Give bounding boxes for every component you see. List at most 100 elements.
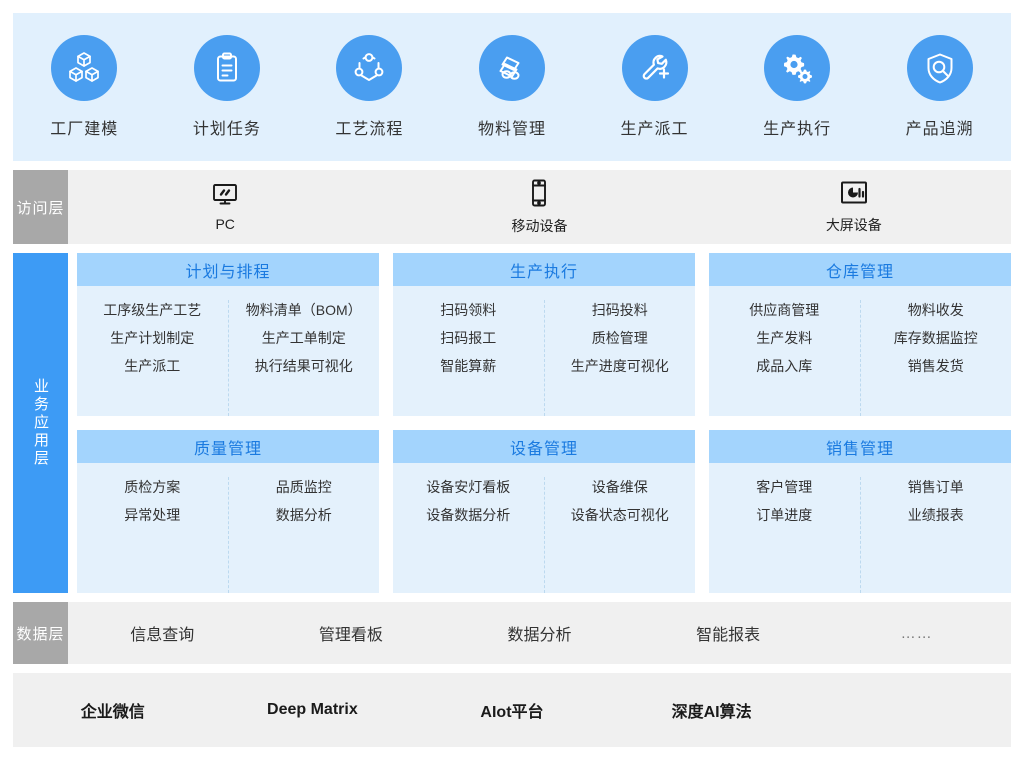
card-feature[interactable]: 物料清单（BOM）	[245, 302, 362, 318]
top-capability-banner: 工厂建模 计划任务	[13, 13, 1011, 161]
card-feature[interactable]: 设备数据分析	[426, 507, 511, 523]
business-card-warehouse-management[interactable]: 仓库管理 供应商管理 生产发料 成品入库 物料收发 库存数据监控 销售发货	[709, 253, 1011, 416]
access-item-large-screen[interactable]: 大屏设备	[697, 180, 1011, 235]
platform-item-deep-matrix[interactable]: Deep Matrix	[267, 701, 358, 718]
clipboard-icon	[193, 35, 260, 101]
card-feature[interactable]: 质检方案	[124, 479, 181, 495]
capability-label: 生产执行	[763, 121, 832, 138]
card-body: 设备安灯看板 设备数据分析 设备维保 设备状态可视化	[393, 463, 695, 593]
platform-item-aiot[interactable]: AIot平台	[480, 704, 544, 721]
card-title: 生产执行	[393, 253, 695, 286]
card-column-right: 设备维保 设备状态可视化	[545, 477, 696, 593]
card-feature[interactable]: 订单进度	[756, 507, 813, 523]
wrench-plus-icon	[621, 35, 688, 101]
workflow-nodes-icon	[336, 35, 403, 101]
cubes-icon	[51, 35, 118, 101]
card-feature[interactable]: 执行结果可视化	[254, 358, 353, 374]
business-card-planning-scheduling[interactable]: 计划与排程 工序级生产工艺 生产计划制定 生产派工 物料清单（BOM） 生产工单…	[77, 253, 379, 416]
business-layer-cards: 计划与排程 工序级生产工艺 生产计划制定 生产派工 物料清单（BOM） 生产工单…	[68, 253, 1011, 593]
card-feature[interactable]: 供应商管理	[749, 302, 820, 318]
data-layer-tag: 数据层	[13, 602, 68, 664]
card-title: 计划与排程	[77, 253, 379, 286]
card-feature[interactable]: 设备状态可视化	[570, 507, 669, 523]
material-stack-icon	[478, 35, 545, 101]
capability-item-production-execution[interactable]: 生产执行	[742, 35, 852, 139]
card-column-left: 客户管理 订单进度	[709, 477, 861, 593]
data-layer-item[interactable]: 信息查询	[130, 627, 195, 644]
card-title: 销售管理	[709, 430, 1011, 463]
card-title: 质量管理	[77, 430, 379, 463]
card-feature[interactable]: 扫码领料	[440, 302, 497, 318]
capability-item-production-dispatch[interactable]: 生产派工	[600, 35, 710, 139]
access-item-label: 大屏设备	[825, 216, 882, 233]
card-feature[interactable]: 智能算薪	[440, 358, 497, 374]
card-feature[interactable]: 销售发货	[907, 358, 964, 374]
capability-label: 计划任务	[192, 121, 261, 138]
capability-item-factory-modeling[interactable]: 工厂建模	[29, 35, 139, 139]
card-column-right: 物料收发 库存数据监控 销售发货	[861, 300, 1012, 416]
card-feature[interactable]: 扫码报工	[440, 330, 497, 346]
card-feature[interactable]: 生产发料	[756, 330, 813, 346]
card-column-right: 销售订单 业绩报表	[861, 477, 1012, 593]
business-card-sales-management[interactable]: 销售管理 客户管理 订单进度 销售订单 业绩报表	[709, 430, 1011, 593]
capability-label: 产品追溯	[905, 121, 974, 138]
capability-label: 工艺流程	[335, 121, 404, 138]
access-layer-items: PC 移动设备	[68, 170, 1011, 244]
business-card-production-execution[interactable]: 生产执行 扫码领料 扫码报工 智能算薪 扫码投料 质检管理 生产进度可视化	[393, 253, 695, 416]
card-feature[interactable]: 生产工单制定	[261, 330, 346, 346]
card-feature[interactable]: 物料收发	[907, 302, 964, 318]
card-feature[interactable]: 工序级生产工艺	[103, 302, 202, 318]
access-item-label: PC	[215, 215, 235, 232]
data-layer-row: 数据层 信息查询 管理看板 数据分析 智能报表 ……	[13, 602, 1011, 664]
card-column-left: 质检方案 异常处理	[77, 477, 229, 593]
dashboard-screen-icon	[840, 180, 868, 211]
card-feature[interactable]: 品质监控	[275, 479, 332, 495]
capability-item-plan-task[interactable]: 计划任务	[172, 35, 282, 139]
card-feature[interactable]: 成品入库	[756, 358, 813, 374]
card-feature[interactable]: 库存数据监控	[893, 330, 978, 346]
access-item-label: 移动设备	[511, 217, 568, 234]
data-layer-item[interactable]: 管理看板	[318, 627, 383, 644]
card-column-left: 设备安灯看板 设备数据分析	[393, 477, 545, 593]
card-feature[interactable]: 扫码投料	[591, 302, 648, 318]
access-item-pc[interactable]: PC	[68, 183, 382, 232]
capability-label: 工厂建模	[50, 121, 119, 138]
card-column-left: 供应商管理 生产发料 成品入库	[709, 300, 861, 416]
platform-item-wecom[interactable]: 企业微信	[80, 704, 145, 721]
business-card-row-2: 质量管理 质检方案 异常处理 品质监控 数据分析 设备管理	[77, 430, 1011, 593]
card-body: 质检方案 异常处理 品质监控 数据分析	[77, 463, 379, 593]
gears-icon	[764, 35, 831, 101]
data-layer-item[interactable]: 数据分析	[507, 627, 572, 644]
card-feature[interactable]: 生产计划制定	[110, 330, 195, 346]
card-column-right: 扫码投料 质检管理 生产进度可视化	[545, 300, 696, 416]
card-body: 工序级生产工艺 生产计划制定 生产派工 物料清单（BOM） 生产工单制定 执行结…	[77, 286, 379, 416]
card-feature[interactable]: 客户管理	[756, 479, 813, 495]
platform-item-deep-ai[interactable]: 深度AI算法	[671, 704, 752, 721]
monitor-icon	[212, 183, 238, 212]
card-feature[interactable]: 异常处理	[124, 507, 181, 523]
capability-item-process-flow[interactable]: 工艺流程	[314, 35, 424, 139]
card-feature[interactable]: 销售订单	[907, 479, 964, 495]
business-layer-tag: 业务应用层	[13, 253, 68, 593]
access-item-mobile[interactable]: 移动设备	[382, 179, 696, 236]
card-column-right: 物料清单（BOM） 生产工单制定 执行结果可视化	[229, 300, 380, 416]
business-card-quality-management[interactable]: 质量管理 质检方案 异常处理 品质监控 数据分析	[77, 430, 379, 593]
card-feature[interactable]: 质检管理	[591, 330, 648, 346]
card-feature[interactable]: 生产进度可视化	[570, 358, 669, 374]
card-feature[interactable]: 设备安灯看板	[426, 479, 511, 495]
capability-item-product-traceability[interactable]: 产品追溯	[885, 35, 995, 139]
card-feature[interactable]: 数据分析	[275, 507, 332, 523]
capability-item-material-management[interactable]: 物料管理	[457, 35, 567, 139]
card-title: 设备管理	[393, 430, 695, 463]
data-layer-item[interactable]: 智能报表	[696, 627, 761, 644]
card-feature[interactable]: 设备维保	[591, 479, 648, 495]
capability-label: 生产派工	[620, 121, 689, 138]
card-feature[interactable]: 业绩报表	[907, 507, 964, 523]
access-layer-row: 访问层 PC	[13, 170, 1011, 244]
business-layer-row: 业务应用层 计划与排程 工序级生产工艺 生产计划制定 生产派工 物料清单（BOM…	[13, 253, 1011, 593]
platform-layer-row: 企业微信 Deep Matrix AIot平台 深度AI算法	[13, 673, 1011, 747]
business-card-equipment-management[interactable]: 设备管理 设备安灯看板 设备数据分析 设备维保 设备状态可视化	[393, 430, 695, 593]
data-layer-items: 信息查询 管理看板 数据分析 智能报表 ……	[68, 602, 1011, 664]
card-feature[interactable]: 生产派工	[124, 358, 181, 374]
